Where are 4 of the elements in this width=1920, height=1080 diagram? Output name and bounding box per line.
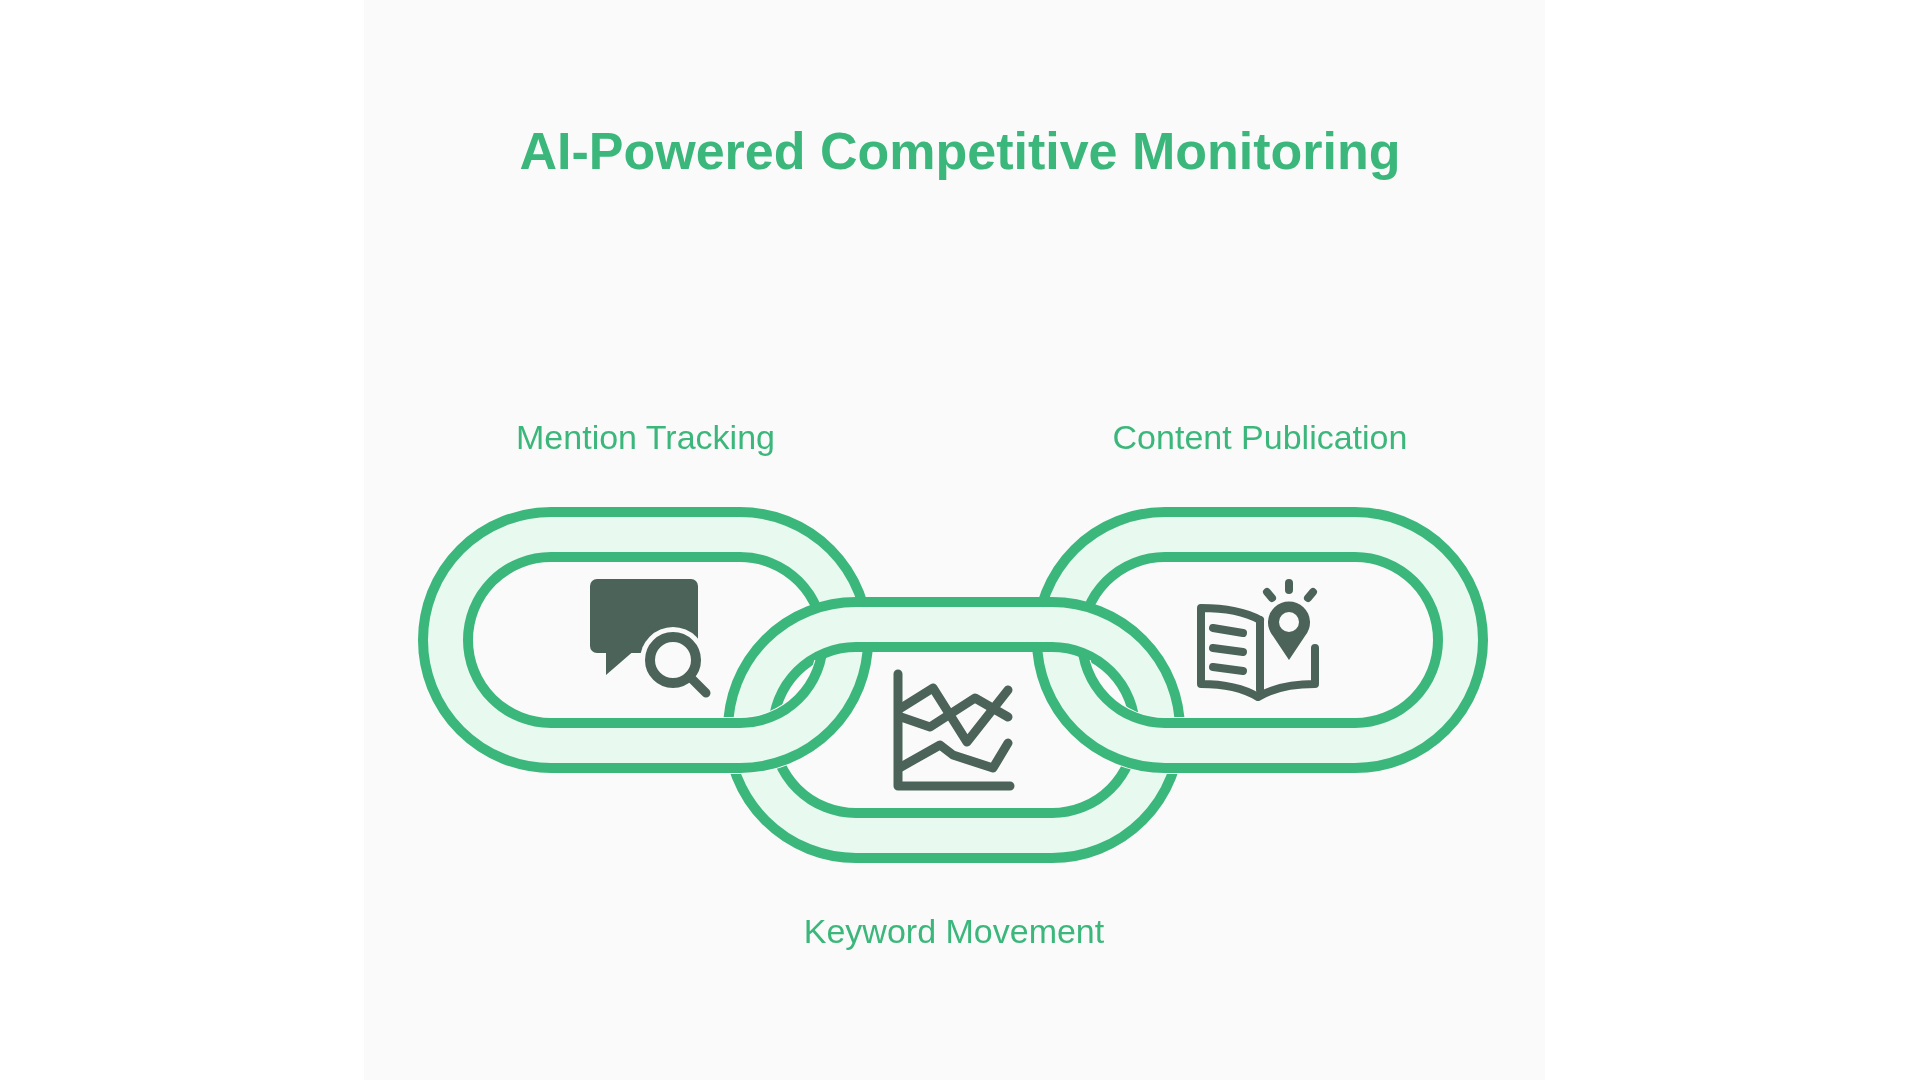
link-heading: Keyword Movement (803, 911, 1105, 952)
diagram-title: AI-Powered Competitive Monitoring (519, 121, 1401, 182)
link-heading: Mention Tracking (516, 417, 775, 458)
link-heading: Content Publication (1112, 417, 1408, 458)
